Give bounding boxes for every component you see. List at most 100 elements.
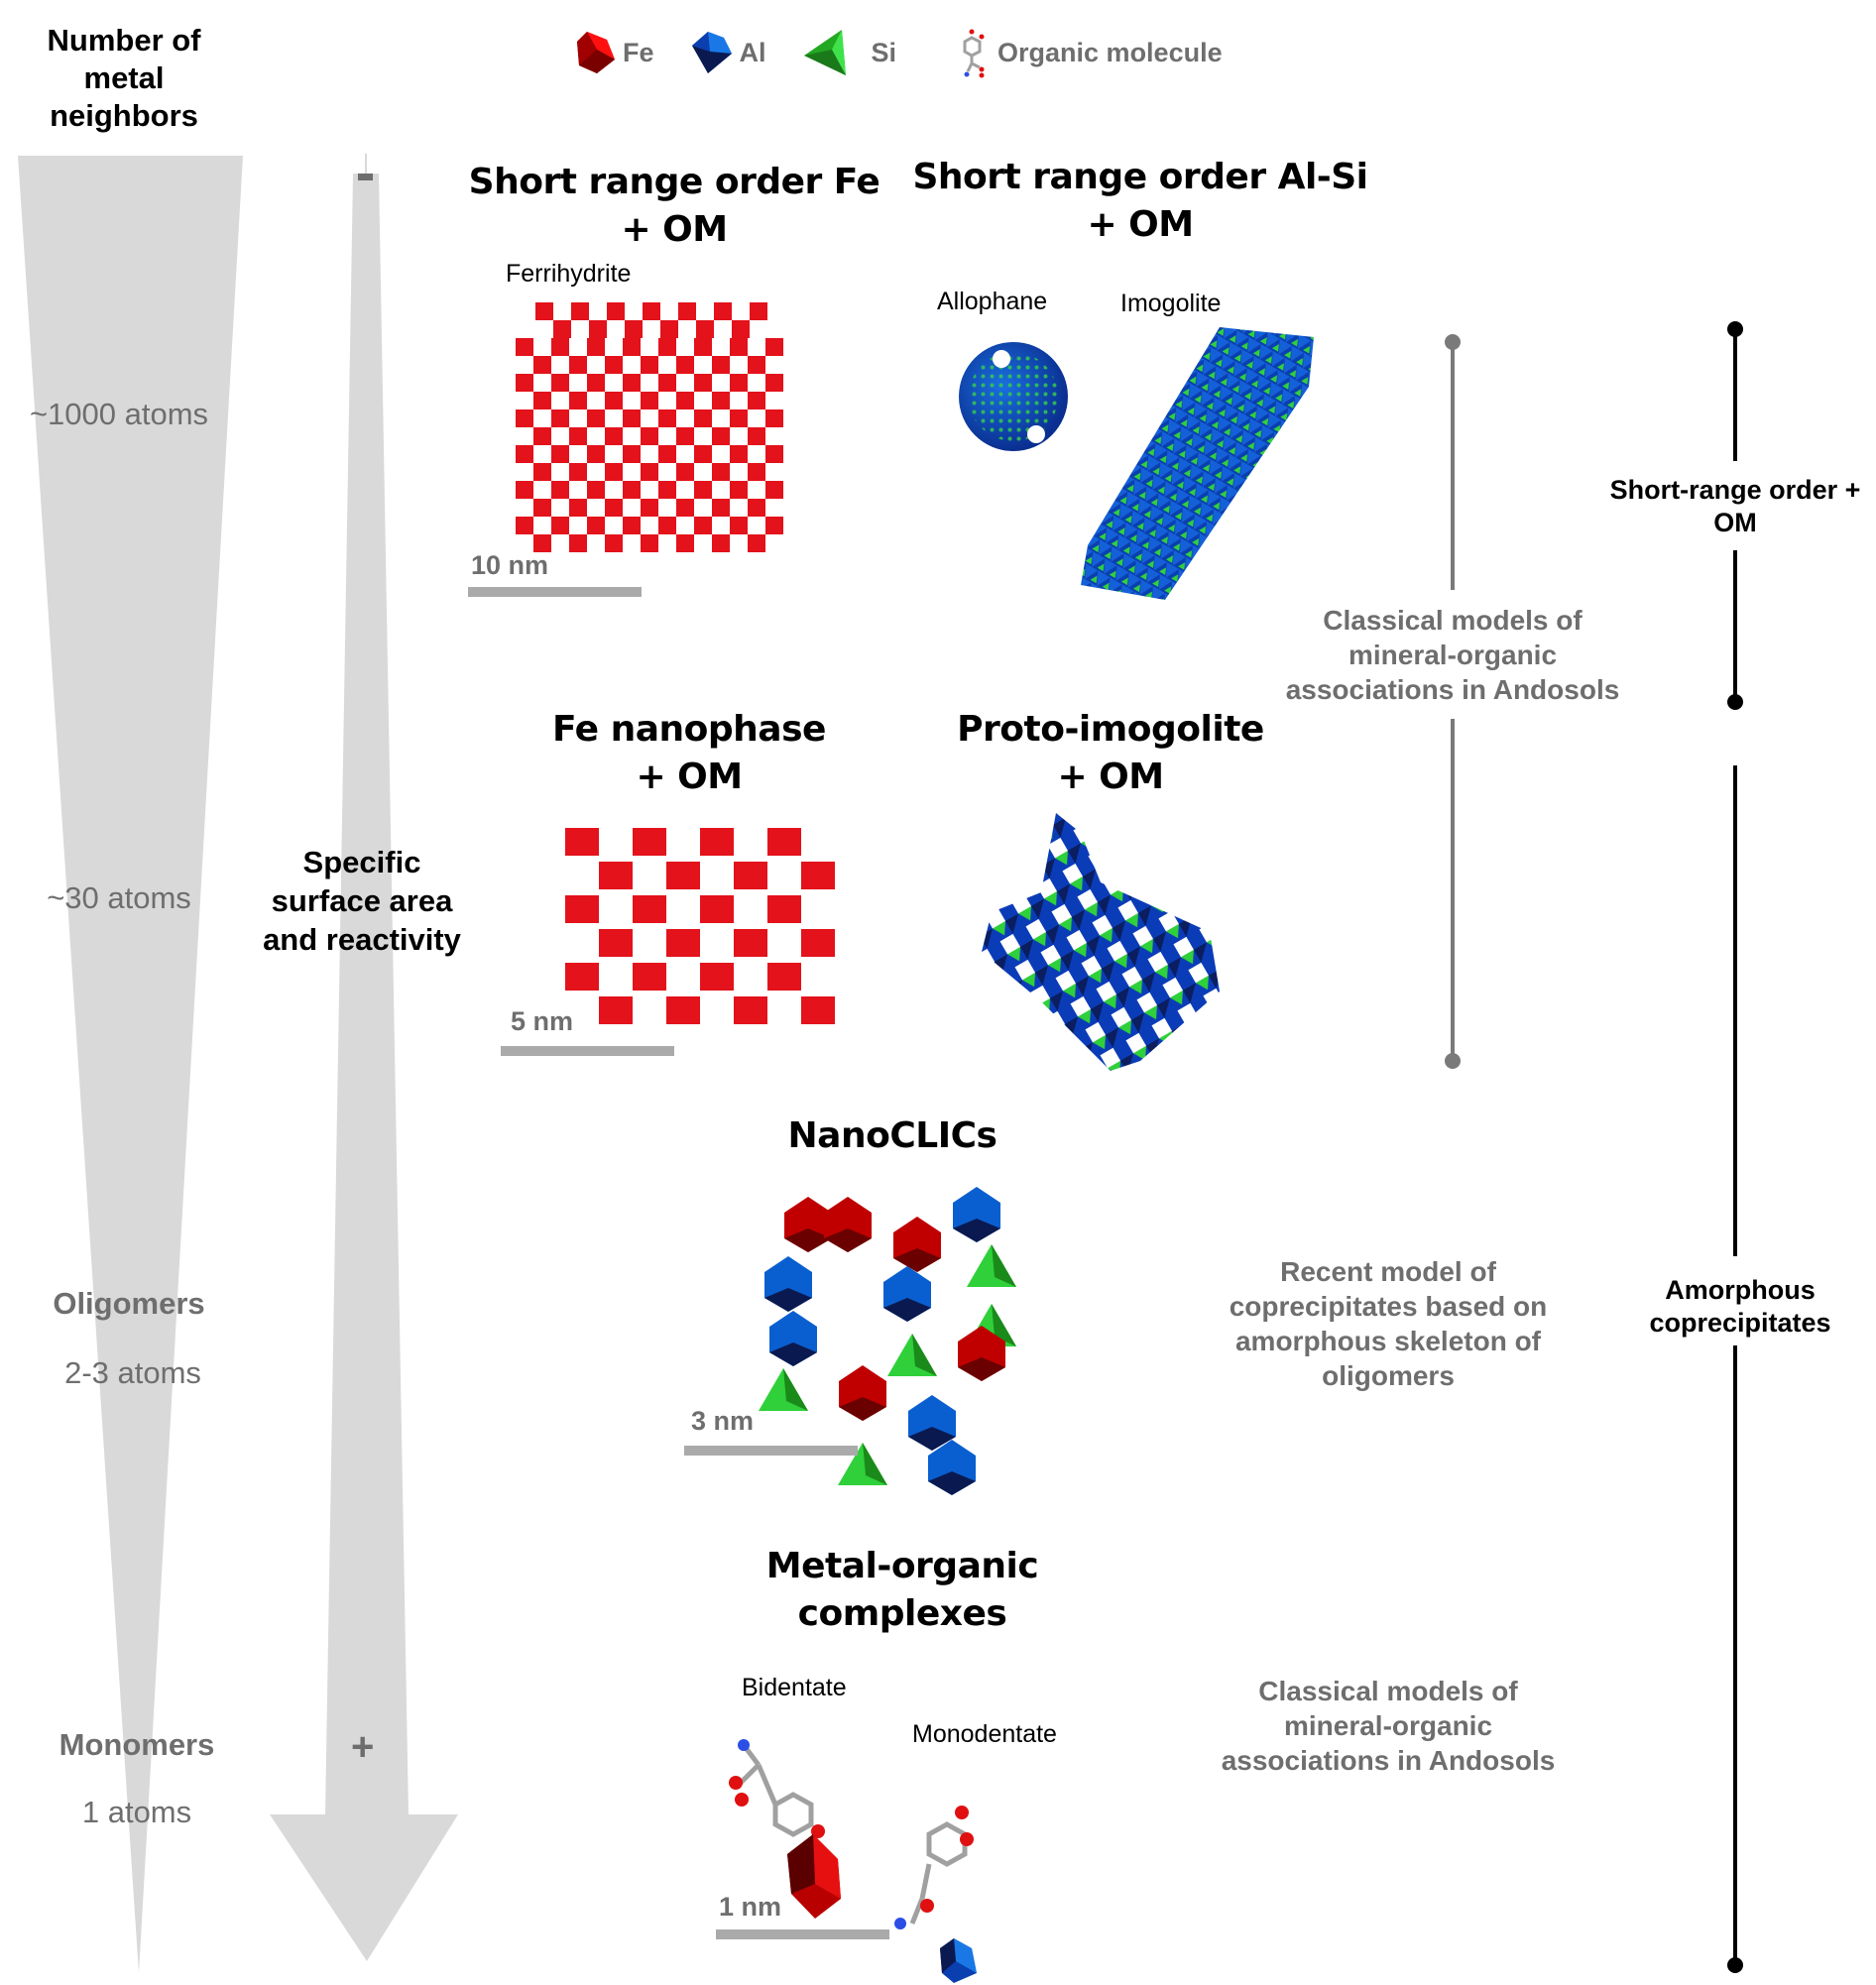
fe-unit bbox=[516, 445, 533, 463]
fe-unit bbox=[641, 534, 658, 552]
fe-shade bbox=[784, 1228, 832, 1252]
al-octahedron-icon bbox=[691, 32, 732, 73]
fe-unit bbox=[666, 996, 700, 1024]
fe-unit bbox=[569, 534, 587, 552]
fe-unit bbox=[748, 499, 765, 517]
legend-item-al: Al bbox=[690, 30, 766, 75]
fe-unit bbox=[551, 374, 569, 392]
fe-unit bbox=[569, 356, 587, 374]
legend-item-organic: Organic molecule bbox=[962, 28, 1223, 78]
fe-unit bbox=[801, 929, 835, 957]
al-octahedron-icon bbox=[940, 1938, 977, 1983]
fe-unit bbox=[730, 517, 748, 534]
fe-unit bbox=[533, 463, 551, 481]
fe-unit bbox=[587, 445, 605, 463]
fe-unit bbox=[587, 338, 605, 356]
fe-unit bbox=[767, 895, 801, 923]
fe-unit bbox=[734, 862, 767, 889]
fe-unit bbox=[641, 392, 658, 409]
fe-unit bbox=[712, 534, 730, 552]
fe-unit bbox=[623, 374, 641, 392]
fe-unit bbox=[694, 481, 712, 499]
fe-unit bbox=[694, 517, 712, 534]
fe-unit bbox=[765, 517, 783, 534]
label-bidentate: Bidentate bbox=[742, 1674, 847, 1701]
bracket-label-line: OM bbox=[1713, 508, 1757, 537]
scale-bar-10nm bbox=[468, 587, 642, 597]
fe-unit bbox=[643, 302, 660, 320]
fe-unit bbox=[565, 895, 599, 923]
fe-unit bbox=[694, 374, 712, 392]
fe-unit bbox=[750, 302, 767, 320]
metal-neighbors-funnel bbox=[18, 156, 243, 1973]
minus-sign-icon bbox=[358, 174, 373, 180]
fe-unit bbox=[730, 338, 748, 356]
al-shade bbox=[883, 1298, 931, 1322]
fe-unit bbox=[551, 445, 569, 463]
fe-unit bbox=[765, 481, 783, 499]
fe-unit bbox=[712, 499, 730, 517]
label-imogolite: Imogolite bbox=[1120, 290, 1222, 317]
bracket-label-line: coprecipitates bbox=[1649, 1308, 1831, 1338]
heading-sro-fe-line1: Short range order Fe bbox=[468, 162, 880, 202]
fe-unit bbox=[553, 320, 571, 338]
fe-unit bbox=[712, 356, 730, 374]
fe-unit bbox=[732, 320, 750, 338]
fe-unit bbox=[533, 356, 551, 374]
fe-unit bbox=[658, 374, 676, 392]
scale-label-5nm: 5 nm bbox=[511, 1006, 574, 1036]
desc-line: associations in Andosols bbox=[1221, 1745, 1556, 1776]
fe-unit bbox=[605, 463, 623, 481]
heading-fe-nanophase-line2: + OM bbox=[636, 757, 743, 797]
fe-nanophase-structure bbox=[565, 828, 835, 1024]
amorphous-bracket bbox=[1727, 765, 1743, 1973]
fe-unit bbox=[605, 534, 623, 552]
fe-unit bbox=[533, 392, 551, 409]
fe-unit bbox=[748, 463, 765, 481]
fe-unit bbox=[516, 374, 533, 392]
fe-unit bbox=[700, 895, 734, 923]
heading-proto-imogolite-line2: + OM bbox=[1057, 757, 1164, 797]
heading-sro-alsi: Short range order Al-Si + OM bbox=[912, 154, 1368, 249]
fe-unit bbox=[748, 427, 765, 445]
fe-unit bbox=[599, 929, 633, 957]
right-brackets bbox=[1727, 321, 1743, 1973]
fe-unit bbox=[623, 338, 641, 356]
fe-unit bbox=[571, 302, 589, 320]
legend: Fe Al Si bbox=[575, 28, 1258, 78]
fe-unit bbox=[767, 963, 801, 991]
legend-item-si: Si bbox=[802, 28, 897, 77]
fe-unit bbox=[565, 963, 599, 991]
fe-unit bbox=[589, 320, 607, 338]
al-shade bbox=[769, 1343, 817, 1366]
fe-unit bbox=[565, 828, 599, 856]
scale-bar-3nm bbox=[684, 1446, 858, 1456]
fe-unit bbox=[676, 463, 694, 481]
fe-unit bbox=[660, 320, 678, 338]
fe-unit bbox=[599, 862, 633, 889]
fe-unit bbox=[641, 427, 658, 445]
fe-unit bbox=[605, 392, 623, 409]
level-oligomers: Oligomers bbox=[53, 1286, 205, 1321]
level-oligomers-atoms: 2-3 atoms bbox=[64, 1355, 201, 1390]
si-shade bbox=[863, 1443, 887, 1485]
fe-unit bbox=[694, 409, 712, 427]
fe-octahedron-icon bbox=[577, 32, 615, 73]
al-shade bbox=[908, 1427, 956, 1451]
fe-unit bbox=[748, 534, 765, 552]
scale-bar-1nm bbox=[716, 1929, 889, 1939]
nanoclics-structure bbox=[759, 1187, 1016, 1495]
fe-unit bbox=[801, 996, 835, 1024]
legend-label-si: Si bbox=[871, 37, 897, 67]
label-monodentate: Monodentate bbox=[912, 1720, 1057, 1748]
fe-unit bbox=[641, 463, 658, 481]
fe-unit bbox=[658, 338, 676, 356]
organic-molecule-icon bbox=[963, 29, 985, 78]
fe-unit bbox=[533, 534, 551, 552]
heading-sro-fe-line2: + OM bbox=[621, 209, 728, 250]
scale-label-10nm: 10 nm bbox=[471, 550, 549, 580]
axis-title: Number of metal neighbors bbox=[47, 23, 201, 133]
scale-bar-5nm bbox=[501, 1046, 674, 1056]
classical-models-bracket bbox=[1445, 334, 1461, 1069]
fe-unit bbox=[676, 499, 694, 517]
